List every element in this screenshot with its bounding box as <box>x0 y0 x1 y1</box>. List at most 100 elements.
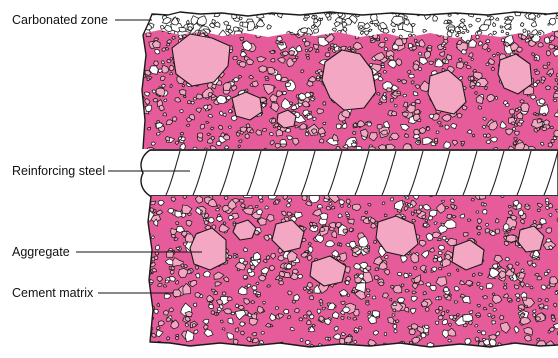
aggregate-grain <box>390 198 394 201</box>
aggregate-grain <box>241 204 246 208</box>
aggregate-grain <box>329 202 332 205</box>
aggregate-grain <box>412 46 416 50</box>
aggregate-grain <box>314 44 319 49</box>
aggregate-grain <box>222 292 226 295</box>
aggregate-grain <box>267 285 271 287</box>
aggregate-grain <box>283 91 287 94</box>
aggregate-grain <box>503 286 507 290</box>
aggregate-grain <box>444 287 449 291</box>
aggregate-grain <box>418 141 421 143</box>
aggregate-grain <box>435 321 438 325</box>
aggregate-grain <box>286 129 291 133</box>
aggregate-grain <box>386 56 388 59</box>
aggregate-grain <box>445 125 449 129</box>
aggregate-grain <box>223 222 226 225</box>
aggregate-grain <box>438 267 442 270</box>
aggregate-grain <box>393 309 396 312</box>
aggregate-grain <box>383 29 389 34</box>
aggregate-grain <box>347 205 350 208</box>
aggregate-grain <box>323 122 326 124</box>
aggregate-grain <box>179 90 186 96</box>
aggregate-grain <box>481 6 486 12</box>
aggregate-grain <box>407 204 410 207</box>
aggregate-grain <box>449 323 452 326</box>
aggregate-grain <box>200 295 203 298</box>
aggregate-grain <box>170 73 173 75</box>
aggregate-grain <box>539 347 542 350</box>
aggregate-grain <box>457 62 464 69</box>
aggregate-grain <box>475 337 479 342</box>
aggregate-grain <box>413 92 418 96</box>
aggregate-grain <box>328 48 331 51</box>
aggregate-grain <box>467 7 471 11</box>
aggregate-grain <box>339 200 344 205</box>
aggregate-grain <box>228 318 233 324</box>
aggregate-grain <box>396 320 399 323</box>
aggregate-grain <box>482 338 486 341</box>
aggregate-grain <box>165 345 172 350</box>
aggregate-grain <box>139 327 143 330</box>
aggregate-grain <box>215 313 218 316</box>
aggregate-grain <box>482 126 486 129</box>
aggregate-grain <box>139 201 148 209</box>
aggregate-grain <box>218 125 222 129</box>
aggregate-grain <box>200 124 205 129</box>
aggregate-grain <box>387 88 392 92</box>
aggregate-grain <box>493 54 496 57</box>
aggregate-grain <box>428 216 432 220</box>
aggregate-grain <box>282 211 287 215</box>
aggregate-grain <box>426 283 431 287</box>
aggregate-grain <box>520 100 525 103</box>
aggregate-grain <box>265 206 268 209</box>
aggregate-grain <box>233 256 236 258</box>
aggregate-grain <box>536 317 541 321</box>
aggregate-grain <box>354 275 358 278</box>
aggregate-grain <box>384 38 387 41</box>
aggregate-grain <box>388 7 393 11</box>
aggregate-grain <box>237 269 240 271</box>
aggregate-grain <box>402 112 408 117</box>
aggregate-grain <box>546 346 551 351</box>
aggregate-grain <box>504 283 507 285</box>
aggregate-grain <box>167 337 170 340</box>
aggregate-grain <box>434 255 437 258</box>
aggregate-grain <box>228 126 231 128</box>
aggregate-grain <box>345 281 349 285</box>
aggregate-grain <box>346 199 350 204</box>
aggregate-grain <box>441 200 444 202</box>
aggregate-grain <box>347 294 349 297</box>
aggregate-grain <box>179 35 183 39</box>
aggregate-grain <box>397 272 402 276</box>
aggregate-grain <box>433 258 438 262</box>
aggregate-grain <box>489 10 492 12</box>
aggregate-grain <box>143 317 146 321</box>
aggregate-grain <box>455 345 460 351</box>
aggregate-grain <box>182 84 184 87</box>
aggregate-grain <box>144 318 148 321</box>
cement-matrix-label: Cement matrix <box>12 286 94 300</box>
aggregate-grain <box>148 8 154 12</box>
aggregate-grain <box>537 338 540 341</box>
aggregate-grain <box>380 9 384 13</box>
aggregate-grain <box>418 52 422 55</box>
aggregate-grain <box>534 57 537 60</box>
aggregate-grain <box>312 7 315 10</box>
carbonated-zone-label: Carbonated zone <box>12 13 108 27</box>
aggregate-grain <box>441 223 445 226</box>
aggregate-grain <box>271 345 275 349</box>
aggregate-grain <box>436 131 439 134</box>
aggregate-grain <box>301 28 308 33</box>
aggregate-grain <box>200 10 204 13</box>
aggregate-grain <box>516 298 520 302</box>
aggregate-grain <box>543 346 546 349</box>
aggregate-grain <box>543 65 548 68</box>
aggregate-grain <box>375 268 379 271</box>
aggregate-grain <box>447 310 450 313</box>
aggregate-grain <box>533 220 536 223</box>
aggregate-grain <box>223 83 231 91</box>
aggregate-grain <box>533 257 535 259</box>
aggregate-grain <box>225 7 230 12</box>
aggregate-grain <box>411 348 414 350</box>
aggregate-grain <box>425 219 428 222</box>
aggregate-grain <box>309 111 312 113</box>
